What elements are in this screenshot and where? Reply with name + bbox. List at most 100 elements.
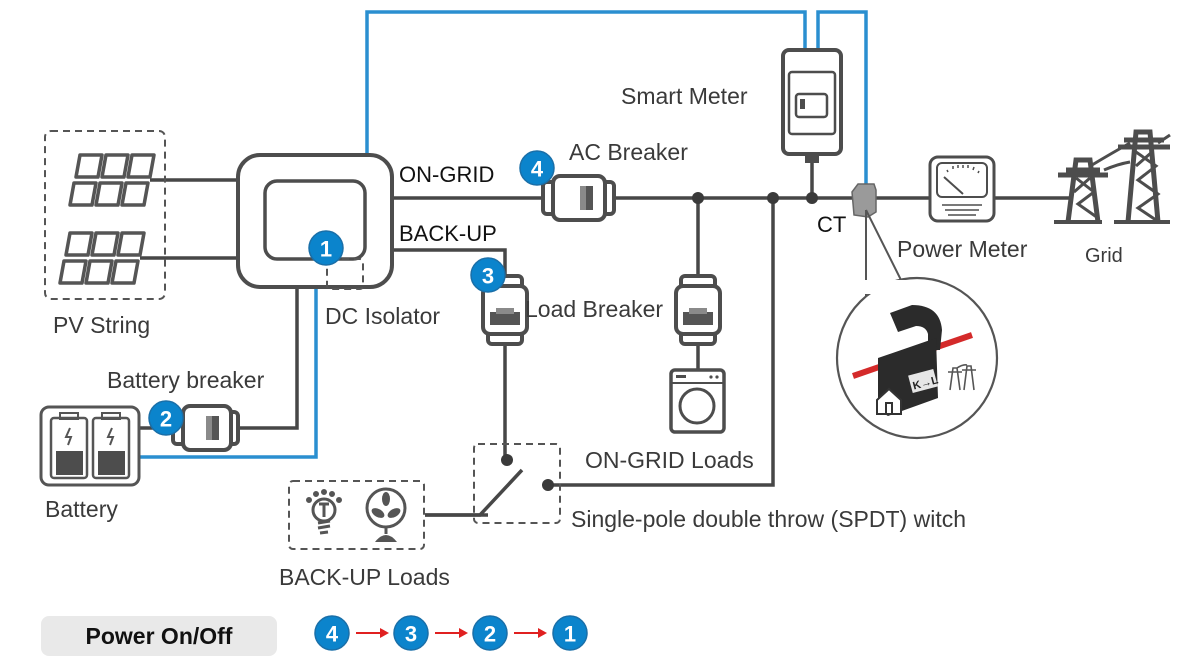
sequence-badge: [552, 615, 588, 651]
power-meter-dial: [936, 162, 988, 198]
power-meter-body: [928, 155, 996, 223]
junction-dot: [692, 192, 704, 204]
power-sequence: 4 3 2 1: [314, 615, 588, 651]
sequence-step: 3: [393, 615, 429, 651]
load-breaker-label: Load Breaker: [525, 296, 663, 322]
wire-battery-breaker: [238, 287, 299, 430]
sequence-badge: [472, 615, 508, 651]
load-breaker: Load Breaker: [481, 274, 663, 346]
badge-circle: [470, 257, 506, 293]
washer-display: [676, 375, 686, 378]
breaker-toggle-shade: [206, 416, 212, 440]
smart-meter-connector: [805, 153, 819, 163]
light-bulb-icon: [306, 489, 342, 535]
ac-breaker-label: AC Breaker: [569, 139, 688, 165]
junction-dot: [767, 192, 779, 204]
arrow-right-icon: [356, 628, 389, 638]
badge-number: 3: [482, 264, 494, 289]
back-up-label: BACK-UP: [399, 221, 497, 246]
breaker-toggle-shade: [580, 186, 586, 210]
sequence-step: 1: [552, 615, 588, 651]
smart-meter-display: [794, 92, 829, 119]
sequence-number: 1: [564, 622, 576, 647]
power-meter-ticks: [946, 165, 980, 174]
badge-number: 1: [320, 237, 332, 262]
badge-number: 2: [160, 407, 172, 432]
badge-battery-breaker: 2: [148, 400, 184, 436]
smart-meter-label: Smart Meter: [621, 83, 748, 109]
solar-panel-icon: [68, 153, 156, 207]
pv-string-group-border: [44, 130, 166, 300]
back-up-loads-box: [288, 480, 425, 550]
washer-knob: [715, 375, 719, 379]
on-grid-loads-label: ON-GRID Loads: [585, 447, 754, 473]
washer-knob: [709, 375, 713, 379]
pylon-icon: [948, 364, 976, 391]
power-on-off-title: Power On/Off: [85, 622, 233, 649]
power-meter-label: Power Meter: [897, 236, 1028, 262]
smart-meter-body: [781, 48, 843, 156]
badge-circle: [148, 400, 184, 436]
ct-callout-gap: [864, 280, 906, 294]
arrow-right-icon: [514, 628, 547, 638]
inverter-body: [236, 153, 394, 289]
washing-machine-icon: [669, 368, 726, 434]
dc-isolator-box: [326, 258, 364, 290]
breaker-body: [551, 174, 607, 222]
comm-wire-meter-to-ct: [816, 10, 868, 188]
battery-label: Battery: [45, 496, 118, 522]
sequence-number: 3: [405, 622, 417, 647]
breaker-toggle-icon: [683, 312, 713, 325]
ct-clamp: CT K→L: [817, 183, 999, 440]
back-up-loads-label: BACK-UP Loads: [279, 564, 450, 590]
badge-dc-isolator: 1: [308, 230, 344, 266]
battery: Battery: [39, 405, 141, 522]
ct-callout-line: [865, 209, 906, 289]
solar-panel-icon: [58, 231, 146, 285]
sequence-badge: [314, 615, 350, 651]
power-meter-icon: Power Meter: [897, 155, 1028, 262]
wire-spdt-to-bus: [548, 198, 775, 487]
power-meter-needle: [943, 176, 964, 195]
badge-number: 4: [531, 157, 544, 182]
ct-label: CT: [817, 212, 846, 237]
switch-contact: [542, 479, 554, 491]
dc-isolator-label: DC Isolator: [325, 303, 440, 329]
breaker-toggle-shade: [496, 308, 514, 314]
breaker-toggle-icon: [490, 312, 520, 325]
battery-breaker-label: Battery breaker: [107, 367, 265, 393]
spdt-switch: Single-pole double throw (SPDT) witch: [425, 443, 966, 532]
ct-label-plate: [908, 368, 938, 394]
comm-wire-inverter-to-meter: [365, 10, 807, 155]
ct-icon: [851, 183, 877, 218]
switch-contact: [501, 454, 513, 466]
communication-wires: [140, 10, 868, 459]
pv-string: PV String: [44, 130, 166, 338]
on-grid-label: ON-GRID: [399, 162, 494, 187]
ct-clamp-icon: [890, 305, 942, 350]
power-on-off-legend: Power On/Off: [41, 616, 277, 656]
badge-circle: [308, 230, 344, 266]
sequence-badge: [393, 615, 429, 651]
battery-icon: [91, 412, 131, 480]
wire-back-up: [392, 248, 507, 278]
comm-wire-battery: [140, 287, 318, 459]
battery-breaker: Battery breaker: [107, 367, 265, 452]
on-grid-load-breaker: [674, 274, 722, 346]
switch-lever: [425, 468, 524, 517]
badge-load-breaker: 3: [470, 257, 506, 293]
ac-breaker: AC Breaker: [541, 139, 688, 222]
spdt-switch-label: Single-pole double throw (SPDT) witch: [571, 506, 966, 532]
grid-label: Grid: [1085, 245, 1123, 267]
sequence-number: 2: [484, 622, 496, 647]
inverter: DC Isolator ON-GRID BACK-UP: [236, 153, 497, 329]
back-up-loads: BACK-UP Loads: [279, 480, 450, 590]
battery-icon: [49, 412, 89, 480]
house-icon: [876, 387, 902, 415]
sequence-step: 2: [472, 615, 508, 651]
smart-meter-panel: [787, 70, 837, 136]
smart-meter-indicator: [800, 99, 805, 109]
smart-meter: Smart Meter: [621, 48, 843, 163]
pv-string-label: PV String: [53, 312, 150, 338]
